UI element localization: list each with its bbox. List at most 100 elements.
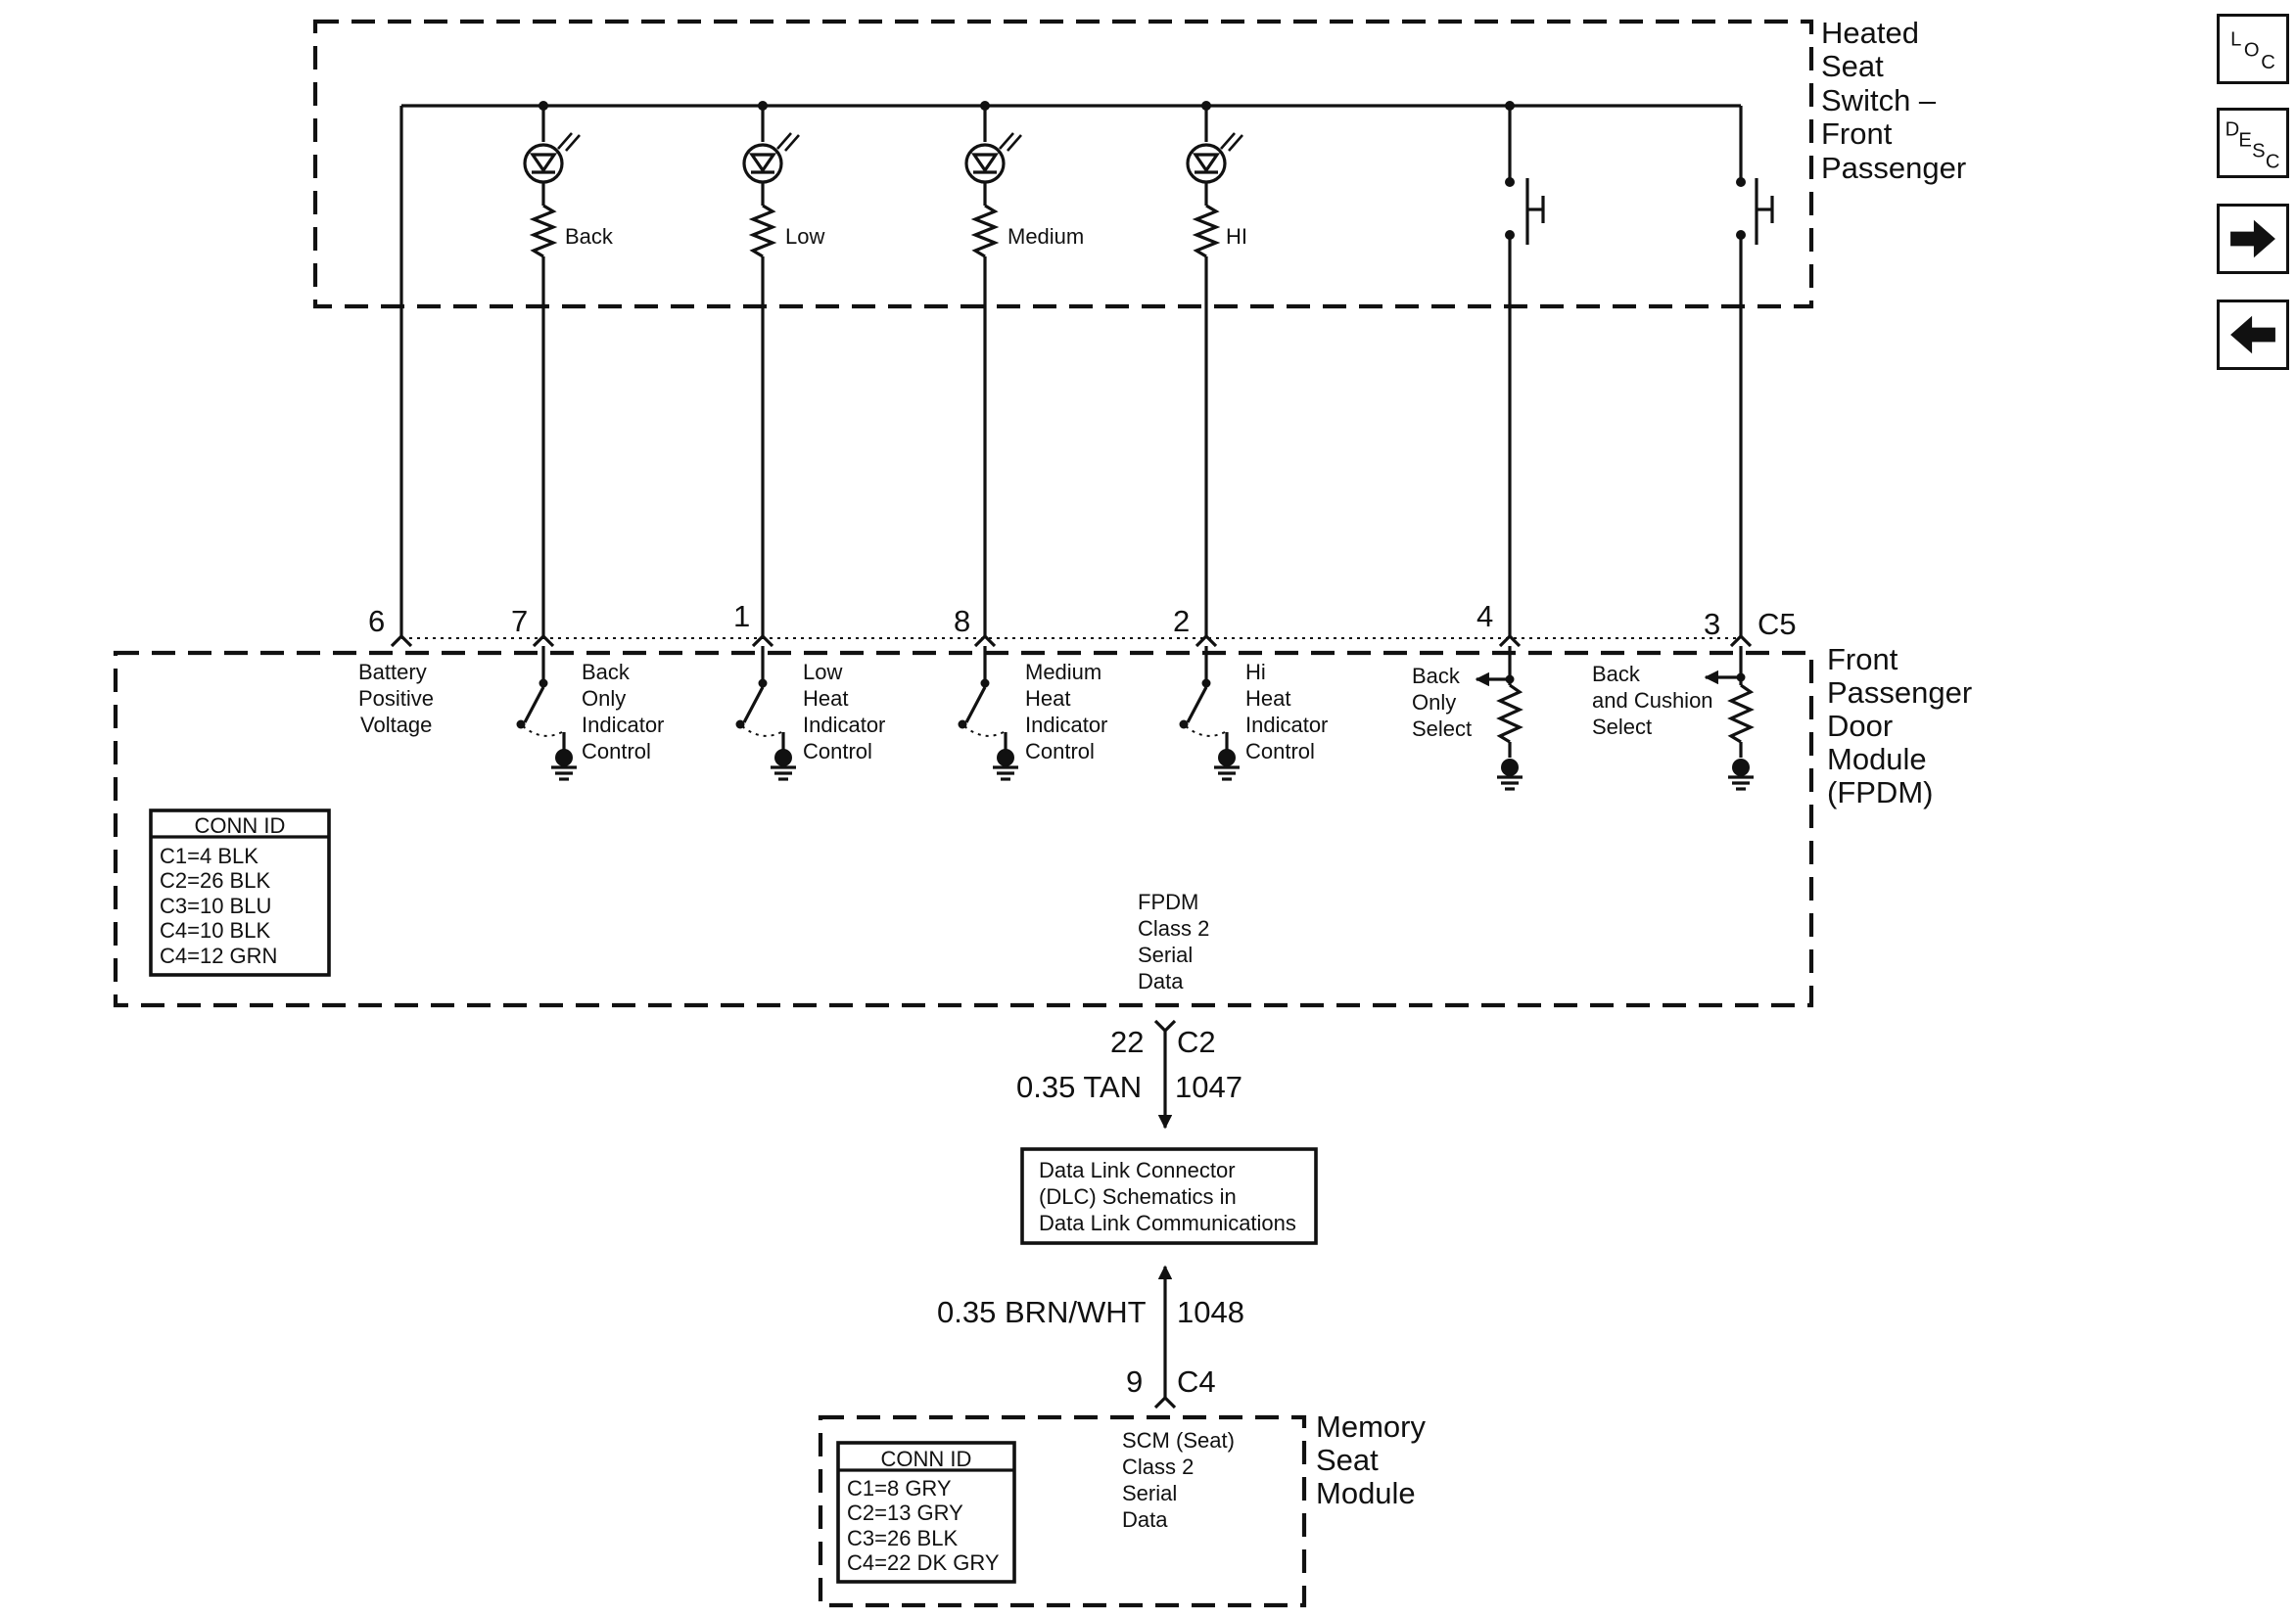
arrow-left-icon (2230, 315, 2275, 354)
pin-4: 4 (1476, 599, 1493, 633)
desc-icon: D E S C (2226, 119, 2280, 173)
fpdm-title-4: Module (1827, 742, 1927, 776)
ctrl-hi-4: Control (1245, 739, 1315, 763)
memory-title-1: Memory (1316, 1409, 1426, 1444)
memory-conn-id-title: CONN ID (881, 1447, 972, 1471)
led-branch-back (523, 106, 581, 638)
select-back-only-1: Back (1412, 664, 1461, 688)
loc-button[interactable]: L O C (2217, 14, 2289, 84)
fpdm-serial-4: Data (1138, 969, 1184, 993)
control-switch-low (735, 646, 796, 781)
fpdm-conn-id-row: C2=26 BLK (160, 868, 270, 893)
ctrl-hi-1: Hi (1245, 660, 1266, 684)
fpdm-serial-1: FPDM (1138, 890, 1198, 914)
svg-text:C: C (2266, 152, 2280, 173)
battery-label-3: Voltage (360, 713, 432, 737)
pin-3: 3 (1704, 607, 1720, 641)
ctrl-hi-2: Heat (1245, 686, 1290, 711)
scm-serial-2: Class 2 (1122, 1455, 1194, 1479)
pushbutton-back-only (1505, 106, 1545, 638)
led-label-hi: HI (1226, 224, 1247, 249)
select-input-back-only (1475, 646, 1523, 791)
memory-title-3: Module (1316, 1476, 1416, 1510)
fpdm-serial-2: Class 2 (1138, 916, 1209, 941)
loc-icon: L O C (2230, 28, 2275, 73)
wire-1048-circuit: 1048 (1177, 1295, 1244, 1329)
control-switch-medium (958, 646, 1018, 781)
ctrl-low-2: Heat (803, 686, 848, 711)
led-branch-medium (964, 106, 1022, 638)
memory-module-boundary (818, 1414, 1307, 1608)
dlc-text-2: (DLC) Schematics in (1039, 1184, 1237, 1209)
fpdm-title-5: (FPDM) (1827, 775, 1933, 809)
control-switch-hi (1179, 646, 1240, 781)
ctrl-back-2: Only (582, 686, 626, 711)
ctrl-back-1: Back (582, 660, 631, 684)
c2-connector-label: C2 (1177, 1025, 1216, 1059)
pin-6: 6 (368, 604, 385, 638)
pin-8: 8 (954, 604, 970, 638)
select-back-only-2: Only (1412, 690, 1456, 715)
control-switch-back (516, 646, 577, 781)
scm-serial-4: Data (1122, 1507, 1168, 1532)
c4-pin-9: 9 (1126, 1364, 1143, 1399)
desc-button[interactable]: D E S C (2217, 108, 2289, 178)
pin-7: 7 (511, 604, 528, 638)
svg-text:S: S (2252, 141, 2265, 162)
led-branch-hi (1186, 106, 1243, 638)
ctrl-back-4: Control (582, 739, 651, 763)
c2-pin-22: 22 (1110, 1025, 1144, 1059)
scm-serial-3: Serial (1122, 1481, 1177, 1505)
scm-serial-1: SCM (Seat) (1122, 1428, 1235, 1453)
switch-boundary (312, 19, 1814, 309)
fpdm-conn-id-row: C3=10 BLU (160, 894, 271, 918)
switch-title-4: Front (1821, 116, 1893, 151)
memory-conn-id-table: CONN ID C1=8 GRY C2=13 GRY C3=26 BLK C4=… (836, 1441, 1016, 1584)
fpdm-conn-id-row: C4=12 GRN (160, 944, 277, 968)
c4-connector-label: C4 (1177, 1364, 1216, 1399)
svg-text:L: L (2230, 28, 2241, 50)
wire-1047-color: 0.35 TAN (1016, 1070, 1142, 1104)
ctrl-medium-2: Heat (1025, 686, 1070, 711)
switch-title-5: Passenger (1821, 151, 1966, 185)
fpdm-title-1: Front (1827, 642, 1898, 676)
ctrl-low-1: Low (803, 660, 842, 684)
switch-title-3: Switch – (1821, 83, 1937, 117)
memory-conn-id-row: C4=22 DK GRY (847, 1550, 1000, 1575)
c5-connector-label: C5 (1757, 607, 1797, 641)
forward-button[interactable] (2217, 204, 2289, 274)
wire-1048-color: 0.35 BRN/WHT (937, 1295, 1147, 1329)
switch-title-2: Seat (1821, 49, 1884, 83)
led-label-low: Low (785, 224, 824, 249)
select-back-cushion-2: and Cushion (1592, 688, 1713, 713)
svg-text:O: O (2244, 39, 2260, 61)
dlc-text-1: Data Link Connector (1039, 1158, 1236, 1182)
led-branch-low (742, 106, 800, 638)
fpdm-conn-id-table: CONN ID C1=4 BLK C2=26 BLK C3=10 BLU C4=… (149, 808, 331, 977)
pin-2: 2 (1173, 604, 1190, 638)
wire-1047 (1153, 1019, 1177, 1130)
c5-pin-chevrons (390, 633, 1753, 648)
svg-text:E: E (2238, 130, 2251, 152)
select-back-cushion-3: Select (1592, 715, 1652, 739)
fpdm-conn-id-row: C4=10 BLK (160, 918, 270, 943)
ctrl-medium-4: Control (1025, 739, 1095, 763)
battery-label-2: Positive (358, 686, 434, 711)
back-button[interactable] (2217, 300, 2289, 370)
led-label-back: Back (565, 224, 614, 249)
fpdm-title-2: Passenger (1827, 675, 1972, 710)
select-back-cushion-1: Back (1592, 662, 1641, 686)
fpdm-title-3: Door (1827, 709, 1893, 743)
select-back-only-3: Select (1412, 716, 1472, 741)
dlc-reference-box (1020, 1147, 1318, 1245)
fpdm-conn-id-row: C1=4 BLK (160, 844, 258, 868)
ctrl-low-3: Indicator (803, 713, 885, 737)
pushbutton-back-cushion (1736, 106, 1774, 638)
ctrl-hi-3: Indicator (1245, 713, 1328, 737)
ctrl-medium-1: Medium (1025, 660, 1101, 684)
wire-1048 (1153, 1265, 1177, 1409)
switch-title-1: Heated (1821, 16, 1919, 50)
battery-label-1: Battery (358, 660, 427, 684)
fpdm-boundary (113, 650, 1814, 1008)
